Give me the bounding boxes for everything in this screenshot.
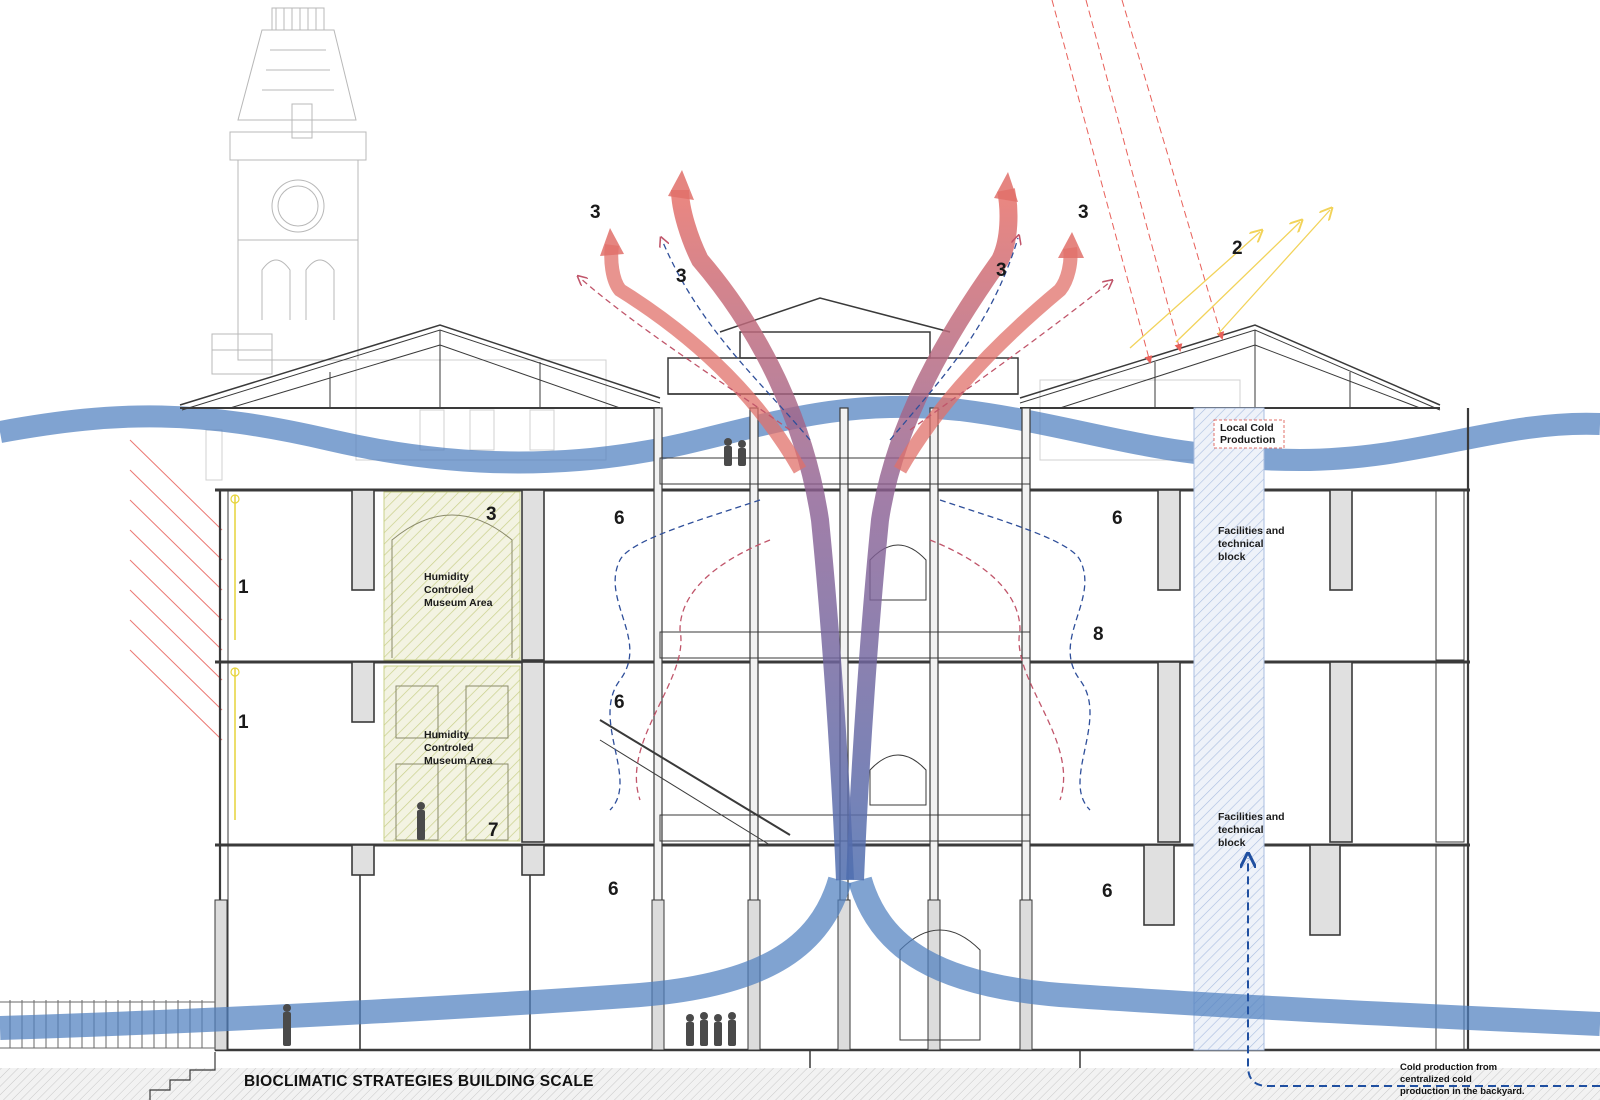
marker-3-inner-right: 3 (996, 260, 1007, 281)
roof-structure (179, 297, 1441, 411)
lower-air-flow-band-right (848, 876, 1600, 1036)
plume-arrow-right-branch (1058, 232, 1084, 258)
marker-3-inner-left: 3 (676, 266, 687, 287)
plume-arrow-right (994, 172, 1018, 202)
lower-air-flow-band (0, 876, 852, 1040)
local-cold-production-label: Local Cold Production (1220, 422, 1277, 446)
marker-3-far-left: 3 (590, 202, 601, 223)
local-cold-production-box (1213, 419, 1285, 449)
museum-area-lower (383, 665, 521, 842)
facilities-block (1193, 407, 1265, 1051)
upper-air-flow-band (0, 395, 1600, 474)
clock-tower (211, 7, 367, 375)
stack-plume-right (846, 188, 1018, 881)
facilities-upper-label: Facilities and technical block (1218, 525, 1287, 563)
ground-steps (149, 1052, 216, 1100)
diagram-title: BIOCLIMATIC STRATEGIES BUILDING SCALE (244, 1073, 594, 1090)
marker-7: 7 (488, 820, 499, 841)
natural-ventilation-paths (580, 238, 1110, 811)
cold-production-line (1248, 858, 1600, 1087)
marker-6-left-lower: 6 (608, 879, 619, 900)
marker-3-museum: 3 (486, 504, 497, 525)
stack-plume-left-branch (604, 244, 807, 474)
marker-8: 8 (1093, 624, 1104, 645)
marker-6-left-upper: 6 (614, 508, 625, 529)
marker-6-right-upper: 6 (1112, 508, 1123, 529)
marker-6-left-mid: 6 (614, 692, 625, 713)
museum-area-upper (383, 491, 521, 661)
marker-3-far-right: 3 (1078, 202, 1089, 223)
ground (0, 1068, 1600, 1100)
marker-6-right-lower: 6 (1102, 881, 1113, 902)
museum-doors (391, 514, 513, 841)
plume-arrow-left-branch (600, 228, 624, 256)
marker-2: 2 (1232, 238, 1243, 259)
solar-incoming-right (1051, 0, 1225, 364)
stack-plume-right-branch (893, 247, 1078, 474)
stack-plume-left (671, 189, 854, 881)
solar-reflected-right (1129, 210, 1330, 349)
marker-1-lower: 1 (238, 712, 249, 733)
cold-production-note: Cold production from centralized cold pr… (1400, 1062, 1525, 1097)
museum-area-upper-label: Humidity Controled Museum Area (424, 571, 493, 609)
plume-arrow-left (668, 170, 694, 200)
museum-area-lower-label: Humidity Controled Museum Area (424, 729, 493, 767)
facilities-lower-label: Facilities and technical block (1218, 811, 1287, 849)
people-silhouettes (283, 438, 746, 1046)
solar-radiation-left (129, 439, 223, 741)
marker-1-upper: 1 (238, 577, 249, 598)
